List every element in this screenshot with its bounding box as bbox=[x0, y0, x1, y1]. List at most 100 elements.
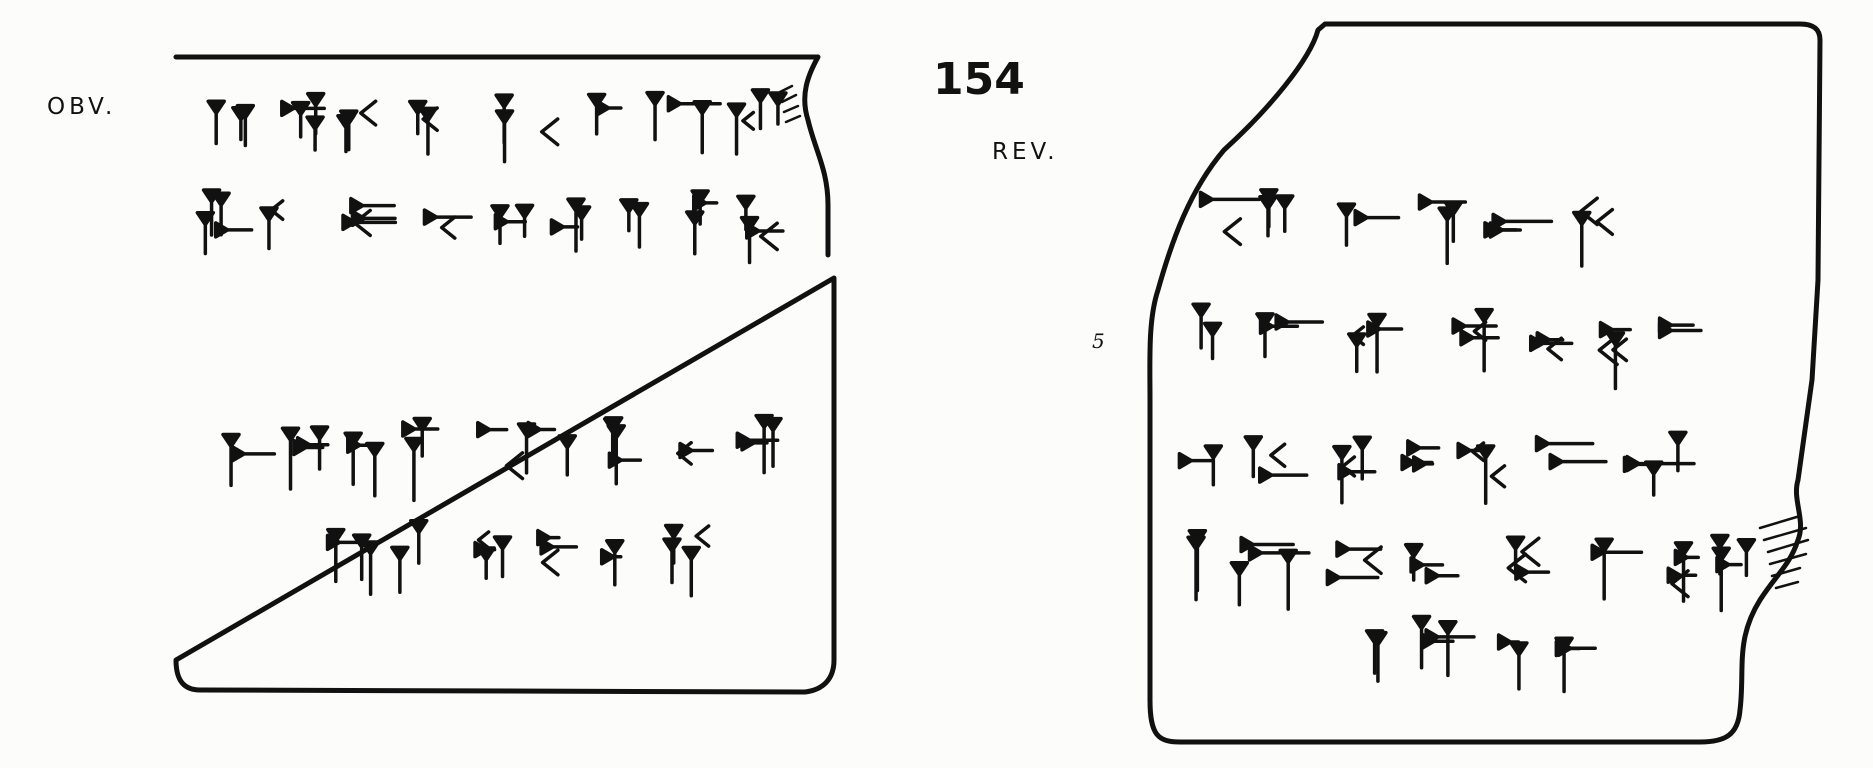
vertical-wedge bbox=[1278, 548, 1298, 611]
winkelhaken-wedge bbox=[539, 117, 560, 147]
vertical-wedge bbox=[1572, 210, 1592, 268]
vertical-wedge bbox=[195, 210, 216, 256]
winkelhaken-wedge bbox=[1472, 320, 1488, 342]
horizontal-wedge bbox=[691, 194, 719, 212]
vertical-wedge bbox=[1352, 435, 1372, 481]
horizontal-wedge bbox=[1258, 466, 1309, 484]
vertical-wedge bbox=[1474, 307, 1494, 373]
winkelhaken-wedge bbox=[1222, 217, 1243, 247]
vertical-wedge bbox=[1243, 435, 1264, 479]
horizontal-wedge bbox=[1177, 451, 1214, 470]
winkelhaken-wedge bbox=[540, 548, 560, 577]
vertical-wedge bbox=[343, 431, 363, 486]
vertical-wedge bbox=[605, 539, 625, 587]
vertical-wedge bbox=[1438, 619, 1458, 678]
horizontal-wedge bbox=[1406, 439, 1441, 457]
horizontal-wedge bbox=[539, 538, 579, 556]
winkelhaken-wedge bbox=[1269, 442, 1287, 469]
vertical-wedge bbox=[492, 535, 513, 579]
horizontal-wedge bbox=[1459, 328, 1500, 347]
winkelhaken-wedge bbox=[1506, 552, 1528, 584]
vertical-wedge bbox=[681, 545, 702, 598]
winkelhaken-wedge bbox=[694, 524, 711, 548]
horizontal-wedge bbox=[1274, 313, 1325, 331]
vertical-wedge bbox=[1736, 538, 1757, 578]
horizontal-wedge bbox=[549, 218, 580, 236]
horizontal-wedge bbox=[1548, 452, 1608, 471]
vertical-wedge bbox=[1668, 430, 1688, 473]
horizontal-wedge bbox=[1400, 453, 1434, 472]
vertical-wedge bbox=[1259, 188, 1279, 229]
vertical-wedge bbox=[1229, 561, 1250, 607]
horizontal-wedge bbox=[476, 420, 509, 439]
vertical-wedge bbox=[409, 518, 429, 565]
vertical-wedge bbox=[726, 102, 747, 156]
vertical-wedge bbox=[280, 426, 301, 491]
obverse-break-hatching bbox=[778, 84, 802, 124]
vertical-wedge bbox=[739, 215, 760, 265]
vertical-wedge bbox=[1411, 614, 1432, 670]
horizontal-wedge bbox=[350, 209, 397, 228]
horizontal-wedge bbox=[1366, 320, 1404, 338]
vertical-wedge bbox=[692, 99, 712, 155]
horizontal-wedge bbox=[295, 435, 330, 454]
vertical-wedge bbox=[514, 203, 535, 239]
vertical-wedge bbox=[1643, 460, 1664, 497]
vertical-wedge bbox=[1332, 444, 1352, 505]
reverse-break-hatching bbox=[1758, 514, 1810, 590]
horizontal-wedge bbox=[1491, 212, 1554, 231]
vertical-wedge bbox=[221, 432, 241, 488]
vertical-wedge bbox=[1203, 444, 1224, 487]
horizontal-wedge bbox=[213, 221, 254, 239]
vertical-wedge bbox=[1186, 535, 1206, 602]
vertical-wedge bbox=[1336, 202, 1357, 247]
horizontal-wedge bbox=[1198, 190, 1261, 209]
horizontal-wedge bbox=[1534, 434, 1595, 453]
horizontal-wedge bbox=[230, 445, 277, 463]
vertical-wedge bbox=[763, 416, 783, 469]
horizontal-wedge bbox=[607, 451, 643, 469]
winkelhaken-wedge bbox=[439, 215, 457, 240]
horizontal-wedge bbox=[422, 208, 473, 226]
horizontal-wedge bbox=[1325, 568, 1380, 587]
horizontal-wedge bbox=[1666, 566, 1698, 585]
winkelhaken-wedge bbox=[359, 99, 378, 127]
vertical-wedge bbox=[365, 441, 385, 498]
vertical-wedge bbox=[1255, 312, 1275, 359]
horizontal-wedge bbox=[1424, 566, 1460, 585]
reverse-label: REV. bbox=[992, 139, 1059, 165]
vertical-wedge bbox=[1367, 312, 1387, 374]
vertical-wedge bbox=[206, 99, 226, 146]
horizontal-wedge bbox=[349, 196, 396, 215]
winkelhaken-wedge bbox=[1520, 536, 1541, 567]
obverse-label: OBV. bbox=[47, 94, 117, 120]
vertical-wedge bbox=[1710, 533, 1730, 576]
horizontal-wedge bbox=[1409, 556, 1445, 574]
winkelhaken-wedge bbox=[1350, 325, 1366, 347]
vertical-wedge bbox=[490, 204, 510, 246]
vertical-wedge bbox=[305, 91, 326, 136]
horizontal-wedge bbox=[1554, 639, 1582, 658]
reverse-tablet-outline bbox=[1147, 21, 1823, 745]
vertical-wedge bbox=[685, 210, 705, 256]
reverse-line-number: 5 bbox=[1092, 329, 1105, 353]
vertical-wedge bbox=[516, 422, 537, 475]
vertical-wedge bbox=[231, 105, 251, 142]
vertical-wedge bbox=[412, 416, 432, 458]
vertical-wedge bbox=[571, 205, 592, 241]
plate-number: 154 bbox=[933, 54, 1025, 105]
winkelhaken-wedge bbox=[421, 106, 439, 133]
winkelhaken-wedge bbox=[1611, 337, 1629, 363]
vertical-wedge bbox=[1275, 194, 1295, 234]
horizontal-wedge bbox=[1456, 441, 1493, 460]
vertical-wedge bbox=[1509, 641, 1529, 691]
winkelhaken-wedge bbox=[1362, 545, 1383, 576]
vertical-wedge bbox=[1202, 321, 1223, 361]
vertical-wedge bbox=[662, 537, 682, 585]
vertical-wedge bbox=[645, 90, 665, 142]
horizontal-wedge bbox=[1625, 454, 1696, 473]
vertical-wedge bbox=[1368, 630, 1388, 683]
horizontal-wedge bbox=[1657, 316, 1695, 334]
vertical-wedge bbox=[259, 206, 279, 251]
horizontal-wedge bbox=[1247, 544, 1311, 562]
